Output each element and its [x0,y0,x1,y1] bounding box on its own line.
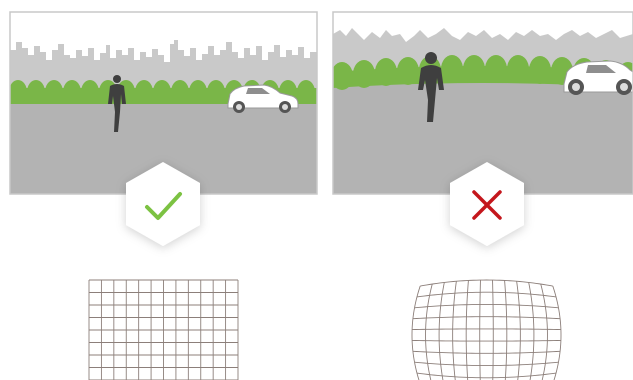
grid-curve-horizontal [415,304,559,307]
grid-curve-vertical [412,286,420,380]
grid-curve-horizontal [417,373,556,378]
grid-curve-horizontal [413,317,560,319]
grid-curve-vertical [439,282,444,380]
barrel-distorted-grid [412,280,561,380]
grid-curve-horizontal [413,351,560,353]
grid-curve-horizontal [417,292,556,297]
grid-curve-vertical [529,282,534,380]
grid-curve-horizontal [420,280,553,286]
grid-curve-vertical [426,284,433,380]
straight-grid [89,280,238,380]
grid-curve-vertical [493,280,494,380]
grid-curve-horizontal [412,340,561,341]
grid-curve-vertical [541,284,548,380]
grid-curve-vertical [553,286,561,380]
grid-curve-vertical [480,280,481,380]
grid-curve-horizontal [412,329,561,330]
grid-curve-horizontal [415,362,559,365]
car [564,61,633,95]
